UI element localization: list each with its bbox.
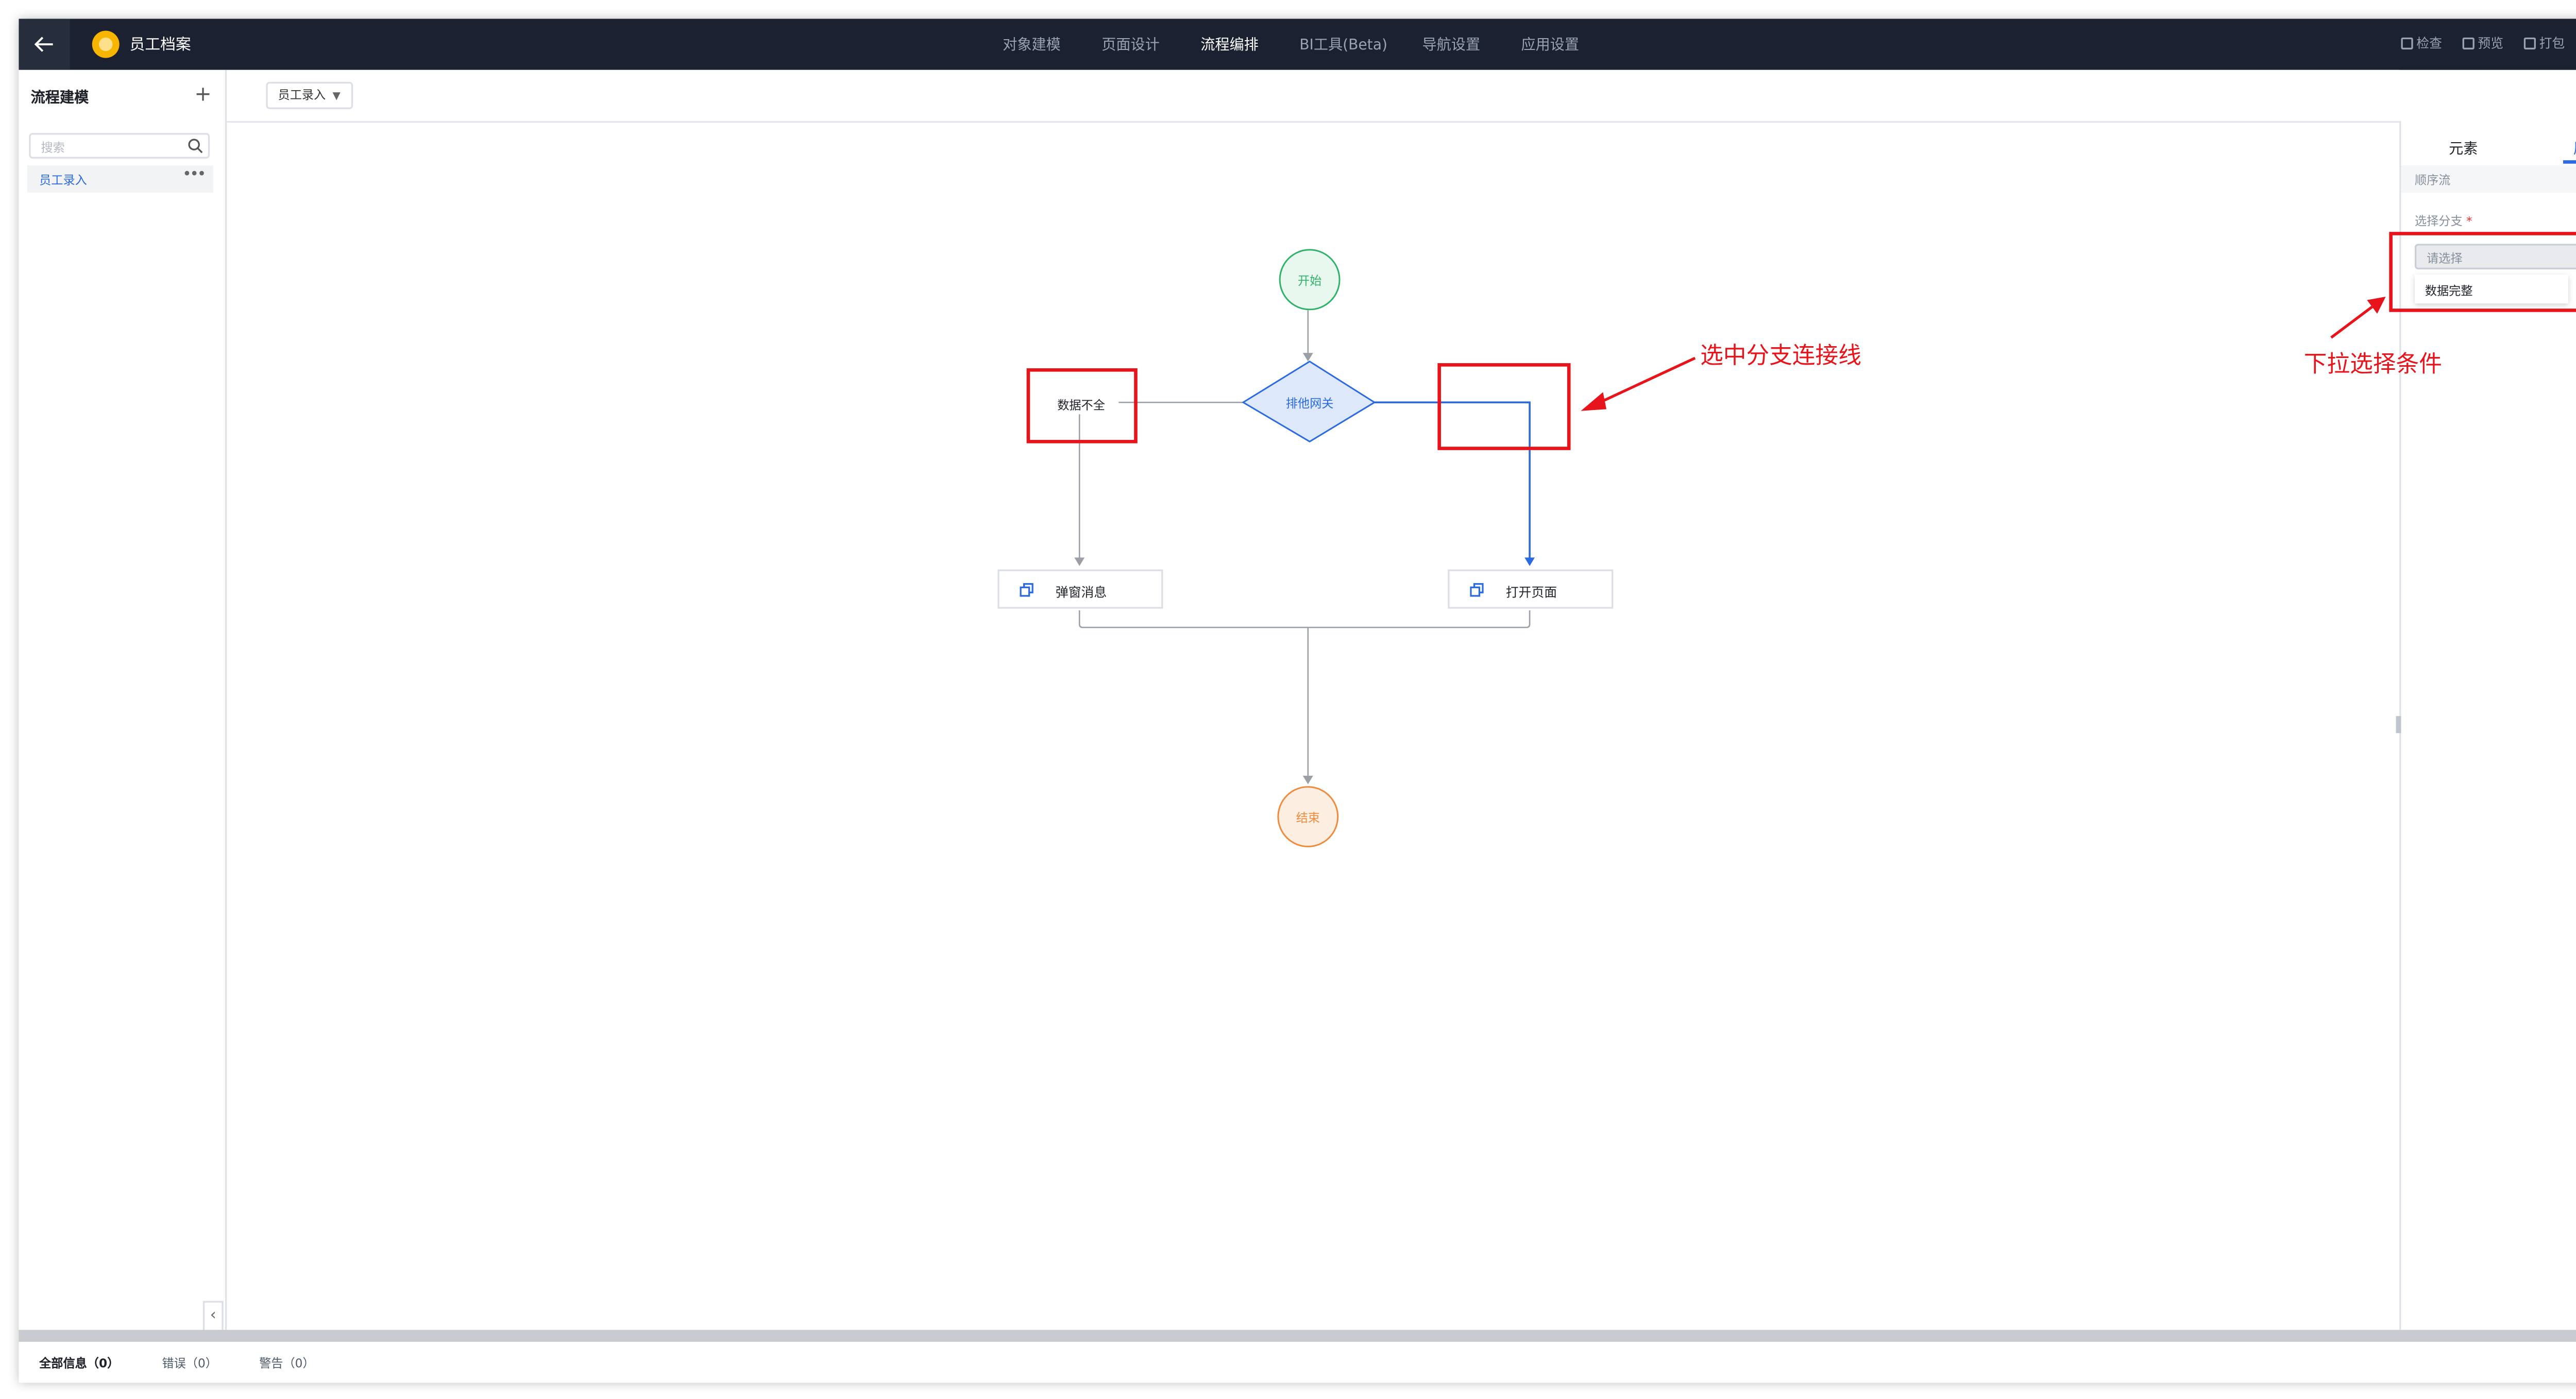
tab-properties[interactable]: 属性 <box>2573 138 2576 159</box>
canvas-toolbar: 员工录入 ▼ <box>227 70 2400 123</box>
app-window: 员工档案 对象建模 页面设计 流程编排 BI工具(Beta) 导航设置 应用设置… <box>19 19 2576 1383</box>
left-panel: 流程建模 + 搜索 员工录入 ••• ‹ <box>19 70 227 1332</box>
open-page-icon <box>1470 583 1484 597</box>
tab-warnings[interactable]: 警告（0） <box>259 1357 315 1371</box>
properties-panel: 元素 属性 顺序流 选择分支 * 请选择 ▼ 数据完整 <box>2399 121 2576 1330</box>
app-logo-icon <box>92 30 120 58</box>
arrow-head-icon <box>1302 776 1313 784</box>
branch-field-label: 选择分支 * <box>2415 213 2472 230</box>
package-label: 打包 <box>2539 36 2565 52</box>
message-bar: 全部信息（0） 错误（0） 警告（0） ︿ <box>19 1341 2576 1383</box>
edge-branch-selected[interactable] <box>1374 401 1531 563</box>
end-node[interactable] <box>1277 786 1339 847</box>
check-icon <box>2401 37 2413 49</box>
start-node[interactable] <box>1279 249 1341 311</box>
search-icon[interactable] <box>188 138 203 153</box>
process-list-item[interactable]: 员工录入 ••• <box>27 165 213 193</box>
arrow-head-icon <box>1074 557 1085 566</box>
annotation-box-branch-label <box>1026 368 1138 443</box>
tab-all-messages[interactable]: 全部信息（0） <box>39 1357 120 1371</box>
popup-window-icon <box>1020 583 1033 597</box>
preview-button[interactable]: 预览 <box>2462 34 2504 53</box>
nav-item-bi-tool[interactable]: BI工具(Beta) <box>1299 37 1387 55</box>
nav-item-page-design[interactable]: 页面设计 <box>1101 37 1160 55</box>
annotation-panel-note: 下拉选择条件 <box>2303 351 2442 379</box>
start-node-label: 开始 <box>1297 274 1322 288</box>
more-icon[interactable]: ••• <box>182 167 206 184</box>
flow-canvas[interactable] <box>19 19 2576 1383</box>
dropdown-option[interactable]: 数据完整 <box>2414 274 2568 304</box>
nav-item-flow-orchestration[interactable]: 流程编排 <box>1200 37 1259 55</box>
section-title: 顺序流 <box>2414 174 2451 188</box>
nav-item-app-settings[interactable]: 应用设置 <box>1521 37 1580 55</box>
required-marker: * <box>2462 215 2472 229</box>
preview-icon <box>2462 37 2475 49</box>
exclusive-gateway-node[interactable] <box>1242 360 1376 443</box>
arrow-left-icon <box>34 37 53 52</box>
panel-title: 流程建模 <box>30 90 89 108</box>
branch-field-text: 选择分支 <box>2414 215 2463 229</box>
top-bar: 员工档案 对象建模 页面设计 流程编排 BI工具(Beta) 导航设置 应用设置… <box>19 19 2576 70</box>
annotation-canvas-note: 选中分支连接线 <box>1700 343 1861 370</box>
process-select[interactable]: 员工录入 ▼ <box>266 81 352 109</box>
arrow-head-icon <box>2367 296 2386 314</box>
annotation-box-dropdown <box>2389 232 2576 312</box>
search-input[interactable]: 搜索 <box>29 133 210 159</box>
task-popup-message[interactable]: 弹窗消息 <box>997 569 1163 609</box>
add-process-button[interactable]: + <box>194 81 212 106</box>
process-label: 员工录入 <box>39 174 87 188</box>
branch-select[interactable]: 请选择 ▼ <box>2414 244 2576 269</box>
back-button[interactable] <box>19 19 70 70</box>
end-node-label: 结束 <box>1296 811 1320 826</box>
app-title: 员工档案 <box>129 37 191 55</box>
branch-label-incomplete[interactable]: 数据不全 <box>1043 397 1119 415</box>
preview-label: 预览 <box>2478 36 2504 52</box>
annotation-arrow-canvas <box>1596 356 1696 405</box>
arrow-head-icon <box>1524 557 1535 566</box>
section-header: 顺序流 <box>2401 165 2576 193</box>
task-popup-label: 弹窗消息 <box>1055 585 1107 601</box>
task-open-page[interactable]: 打开页面 <box>1448 569 1614 609</box>
arrow-head-icon <box>1302 353 1313 362</box>
annotation-arrow-panel <box>2330 305 2373 339</box>
horizontal-scrollbar[interactable] <box>19 1329 2576 1342</box>
check-button[interactable]: 检查 <box>2401 34 2442 53</box>
arrow-head-icon <box>1581 392 1607 411</box>
check-label: 检查 <box>2416 36 2442 52</box>
active-tab-indicator <box>2563 160 2576 164</box>
gateway-label: 排他网关 <box>1285 397 1334 411</box>
task-open-page-label: 打开页面 <box>1505 585 1557 601</box>
package-button[interactable]: 打包 <box>2523 34 2565 53</box>
caret-down-icon: ▼ <box>332 89 341 101</box>
annotation-arrows <box>1581 296 2386 411</box>
chevron-left-icon: ‹ <box>210 1307 216 1325</box>
tab-elements[interactable]: 元素 <box>2449 141 2478 159</box>
tab-errors[interactable]: 错误（0） <box>162 1357 217 1371</box>
process-select-value: 员工录入 <box>278 89 326 103</box>
branch-select-placeholder: 请选择 <box>2427 252 2463 266</box>
search-placeholder: 搜索 <box>41 141 65 156</box>
dropdown-option-label: 数据完整 <box>2425 284 2473 299</box>
package-icon <box>2523 37 2536 49</box>
edge-merge[interactable] <box>1078 610 1531 628</box>
annotation-box-selected-edge <box>1437 363 1571 450</box>
nav-item-object-modeling[interactable]: 对象建模 <box>1003 37 1061 55</box>
panel-resize-handle[interactable] <box>2396 716 2401 733</box>
nav-item-navigation-settings[interactable]: 导航设置 <box>1422 37 1481 55</box>
